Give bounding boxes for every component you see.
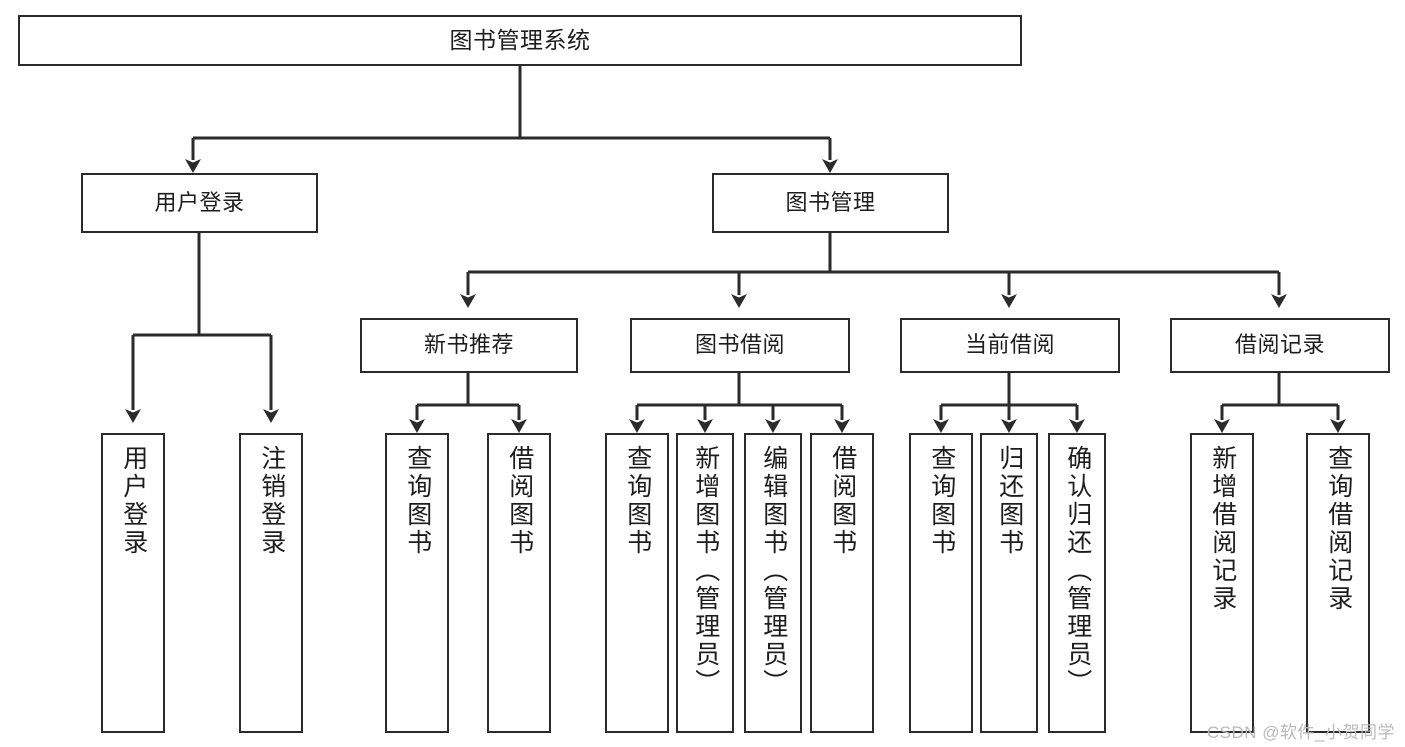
leaf-label: 借阅图书 [828,445,857,557]
leaf-label: 归还图书 [995,445,1024,557]
node-book-borrow[interactable]: 图书借阅 [630,318,850,373]
leaf-confirm-return-admin[interactable]: 确认归还（管理员） [1048,433,1106,733]
leaf-logout-login[interactable]: 注销登录 [239,433,303,733]
leaf-label: 注销登录 [257,445,286,557]
leaf-query-borrow-record[interactable]: 查询借阅记录 [1306,433,1370,733]
leaf-label: 查询图书 [927,445,956,557]
node-label: 图书借阅 [694,332,785,358]
leaf-query-book-borrow[interactable]: 查询图书 [605,433,669,733]
node-label: 当前借阅 [964,332,1055,358]
node-book-management[interactable]: 图书管理 [712,173,949,233]
leaf-edit-book-admin[interactable]: 编辑图书（管理员） [744,433,802,733]
leaf-label: 查询借阅记录 [1324,445,1353,613]
node-user-login[interactable]: 用户登录 [81,173,318,233]
node-label: 图书管理 [785,189,876,215]
leaf-label: 编辑图书（管理员） [759,445,788,697]
watermark-text: CSDN @软件_小贺同学 [1206,723,1395,742]
leaf-label: 查询图书 [403,445,432,557]
leaf-add-book-admin[interactable]: 新增图书（管理员） [676,433,734,733]
node-root-book-management-system[interactable]: 图书管理系统 [18,15,1022,66]
leaf-query-book-current[interactable]: 查询图书 [909,433,973,733]
leaf-label: 确认归还（管理员） [1063,445,1092,697]
leaf-return-book[interactable]: 归还图书 [980,433,1038,733]
node-current-borrow[interactable]: 当前借阅 [900,318,1120,373]
leaf-borrow-book[interactable]: 借阅图书 [810,433,874,733]
leaf-label: 新增借阅记录 [1208,445,1237,613]
node-new-book-recommend[interactable]: 新书推荐 [360,318,578,373]
node-label: 用户登录 [154,189,245,215]
leaf-add-borrow-record[interactable]: 新增借阅记录 [1190,433,1254,733]
leaf-borrow-book-recommend[interactable]: 借阅图书 [487,433,551,733]
leaf-label: 借阅图书 [505,445,534,557]
leaf-user-login[interactable]: 用户登录 [101,433,165,733]
node-label: 借阅记录 [1234,332,1325,358]
node-label: 新书推荐 [423,332,514,358]
leaf-query-book-recommend[interactable]: 查询图书 [385,433,449,733]
leaf-label: 用户登录 [119,445,148,557]
node-label: 图书管理系统 [449,26,591,53]
leaf-label: 新增图书（管理员） [691,445,720,697]
leaf-label: 查询图书 [623,445,652,557]
node-borrow-record[interactable]: 借阅记录 [1170,318,1390,373]
